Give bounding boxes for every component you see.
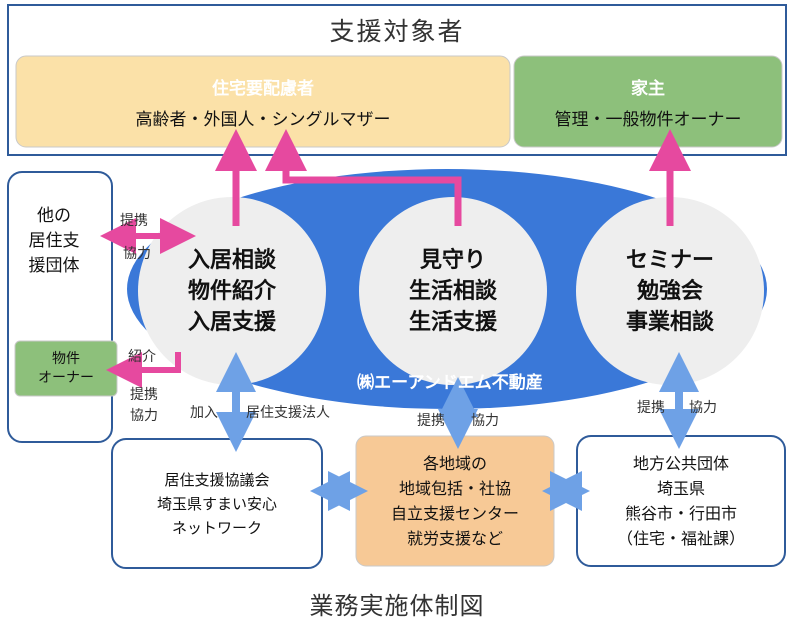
landlord-subtitle: 管理・一般物件オーナー — [554, 109, 742, 130]
other-support-label: 他の 居住支 援団体 — [28, 205, 80, 276]
label-shoukai: 紹介 — [128, 349, 156, 365]
target-group-title: 支援対象者 — [329, 17, 465, 46]
pink-arrow-owner — [106, 352, 181, 388]
service-1-text: 入居相談 物件紹介 入居支援 — [187, 247, 276, 335]
service-circle-2 — [359, 197, 547, 385]
landlord-title: 家主 — [631, 78, 665, 99]
tenant-subtitle: 高齢者・外国人・シングルマザー — [135, 109, 391, 130]
tenant-box — [15, 55, 511, 148]
landlord-text: 家主 管理・一般物件オーナー — [514, 56, 782, 147]
label-teikei-top: 提携 — [120, 213, 148, 229]
label-kyoryoku-right: 協力 — [689, 400, 717, 416]
diagram-caption: 業務実施体制図 — [309, 592, 485, 620]
label-kanyu: 加入 — [190, 405, 218, 421]
council-text: 居住支援協議会 埼玉県すまい安心 ネットワーク — [156, 470, 277, 537]
company-name: ㈱エーアンドエム不動産 — [357, 373, 543, 393]
service-2-text: 見守り 生活相談 生活支援 — [408, 247, 497, 335]
owner-label: 物件 オーナー — [38, 350, 94, 386]
regional-text: 各地域の 地域包括・社協 自立支援センター 就労支援など — [390, 454, 519, 548]
service-circle-3 — [576, 197, 764, 385]
label-kyoryoku-top: 協力 — [123, 246, 151, 262]
tenant-title: 住宅要配慮者 — [212, 78, 314, 99]
tenant-text: 住宅要配慮者 高齢者・外国人・シングルマザー — [16, 56, 510, 147]
label-kyojuu-shien-houjin: 居住支援法人 — [246, 405, 330, 421]
label-teikei-kyoryoku-left: 提携 協力 — [130, 387, 158, 424]
label-teikei-right: 提携 — [637, 400, 665, 416]
public-text: 地方公共団体 埼玉県 熊谷市・行田市 （住宅・福祉課） — [616, 454, 745, 548]
label-kyoryoku-mid: 協力 — [471, 413, 499, 429]
service-3-text: セミナー 勉強会 事業相談 — [625, 247, 714, 335]
label-teikei-mid: 提携 — [417, 413, 445, 429]
landlord-box — [513, 55, 783, 148]
pink-arrow-tenant-2 — [265, 129, 462, 226]
